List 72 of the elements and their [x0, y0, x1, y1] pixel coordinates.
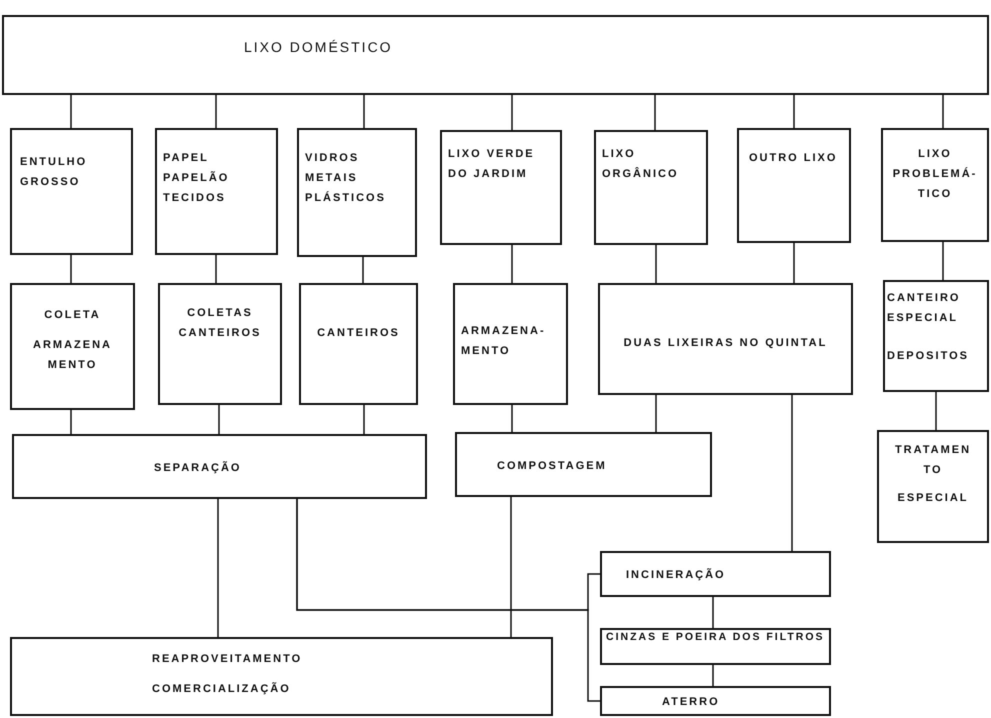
box-label: TRATAMEN TO	[894, 443, 972, 478]
box-text: COMERCIALIZAÇÃO	[152, 681, 291, 697]
process-box	[453, 283, 568, 405]
connector-line	[363, 405, 365, 434]
box-label: REAPROVEITAMENTO	[152, 652, 302, 667]
connector-line	[363, 95, 365, 128]
connector-line	[791, 395, 793, 551]
box-label: COLETA	[44, 308, 101, 323]
box-text: DEPOSITOS	[887, 349, 969, 364]
connector-line	[215, 95, 217, 128]
process-box	[2, 15, 989, 95]
process-box	[12, 434, 427, 499]
connector-line	[942, 242, 944, 280]
process-box	[440, 130, 562, 245]
connector-line	[217, 499, 219, 637]
box-label: DUAS LIXEIRAS NO QUINTAL	[624, 336, 828, 351]
process-box	[155, 128, 278, 255]
box-text: ESPECIAL	[897, 491, 968, 506]
connector-line	[935, 392, 937, 430]
process-box	[600, 686, 831, 716]
process-box	[455, 432, 712, 497]
connector-line	[511, 405, 513, 432]
connector-line	[218, 405, 220, 434]
process-box	[883, 280, 989, 392]
box-label: CINZAS E POEIRA DOS FILTROS	[606, 630, 825, 645]
process-box	[10, 128, 133, 255]
box-label: INCINERAÇÃO	[626, 567, 726, 583]
process-box	[158, 283, 282, 405]
box-label: PAPEL PAPELÃO TECIDOS	[163, 151, 230, 206]
connector-line	[654, 95, 656, 130]
connector-line	[70, 255, 72, 283]
connector-line	[215, 255, 217, 283]
process-box	[10, 283, 135, 410]
connector-line	[712, 597, 714, 628]
box-label: COMPOSTAGEM	[497, 459, 607, 474]
process-box	[877, 430, 989, 543]
box-label: ARMAZENA- MENTO	[461, 324, 547, 359]
connector-line	[511, 95, 513, 130]
connector-line	[712, 665, 714, 686]
box-label: LIXO DOMÉSTICO	[244, 38, 393, 57]
box-label: SEPARAÇÃO	[154, 460, 242, 476]
box-label: CANTEIRO ESPECIAL	[887, 291, 962, 326]
connector-line	[793, 243, 795, 283]
connector-line	[296, 499, 600, 702]
connector-line	[942, 95, 944, 128]
connector-line	[655, 395, 657, 432]
box-label: LIXO VERDE DO JARDIM	[448, 147, 536, 182]
box-label: OUTRO LIXO	[749, 151, 838, 166]
connector-line	[70, 410, 72, 434]
process-box	[737, 128, 851, 243]
box-label: ATERRO	[662, 695, 720, 710]
box-text: ARMAZENA MENTO	[32, 338, 113, 373]
process-box	[881, 128, 989, 242]
box-label: COLETAS CANTEIROS	[178, 306, 262, 341]
process-box	[598, 283, 853, 395]
process-box	[10, 637, 553, 716]
box-label: LIXO ORGÂNICO	[602, 147, 680, 182]
connector-line	[362, 257, 364, 283]
box-label: VIDROS METAIS PLÁSTICOS	[305, 151, 387, 206]
process-box	[600, 551, 831, 597]
process-box	[594, 130, 708, 245]
box-label: ENTULHO GROSSO	[20, 155, 88, 190]
process-box	[297, 128, 417, 257]
process-box	[600, 628, 831, 665]
connector-line	[511, 245, 513, 283]
connector-line	[510, 497, 512, 637]
connector-line	[70, 95, 72, 128]
box-label: CANTEIROS	[317, 326, 400, 341]
connector-line	[655, 245, 657, 283]
process-box	[299, 283, 418, 405]
connector-line	[793, 95, 795, 128]
box-label: LIXO PROBLEMÁ- TICO	[892, 147, 978, 202]
